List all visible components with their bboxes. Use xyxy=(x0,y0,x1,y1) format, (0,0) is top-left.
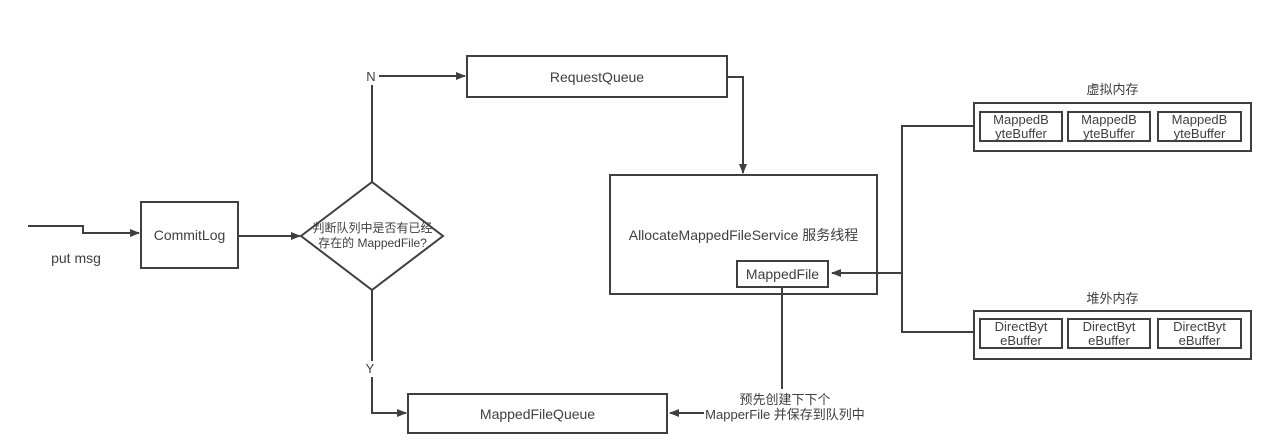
directbytebuffer-node: DirectByt eBuffer xyxy=(1067,318,1151,349)
branch-n-label: N xyxy=(363,69,379,85)
directbytebuffer-node: DirectByt eBuffer xyxy=(1157,318,1242,349)
decision-label: 判断队列中是否有已经 存在的 MappedFile? xyxy=(312,221,433,250)
decision-y-to-mappedfilequeue-connector xyxy=(371,290,407,417)
mappedbytebuffer-node: MappedB yteBuffer xyxy=(979,111,1063,142)
offheap-memory-title: 堆外内存 xyxy=(1086,291,1139,306)
requestqueue-node: RequestQueue xyxy=(466,55,728,98)
mappedbytebuffer-node: MappedB yteBuffer xyxy=(1067,111,1151,142)
virtual-memory-title: 虚拟内存 xyxy=(1086,82,1139,97)
put-msg-label: put msg xyxy=(51,250,101,266)
requestqueue-to-service-connector xyxy=(728,76,747,174)
mappedfilequeue-node: MappedFileQueue xyxy=(407,393,668,434)
commitlog-node: CommitLog xyxy=(140,201,239,269)
directbytebuffer-node: DirectByt eBuffer xyxy=(979,318,1063,349)
memory-bracket-connector xyxy=(901,125,973,333)
mappedbytebuffer-node: MappedB yteBuffer xyxy=(1157,111,1242,142)
decision-n-to-requestqueue-connector xyxy=(371,72,466,182)
put-msg-connector xyxy=(28,225,140,237)
precreate-note: 预先创建下下个 MapperFile 并保存到队列中 xyxy=(705,392,865,422)
mappedfile-node: MappedFile xyxy=(736,260,829,288)
branch-y-label: Y xyxy=(362,361,378,377)
